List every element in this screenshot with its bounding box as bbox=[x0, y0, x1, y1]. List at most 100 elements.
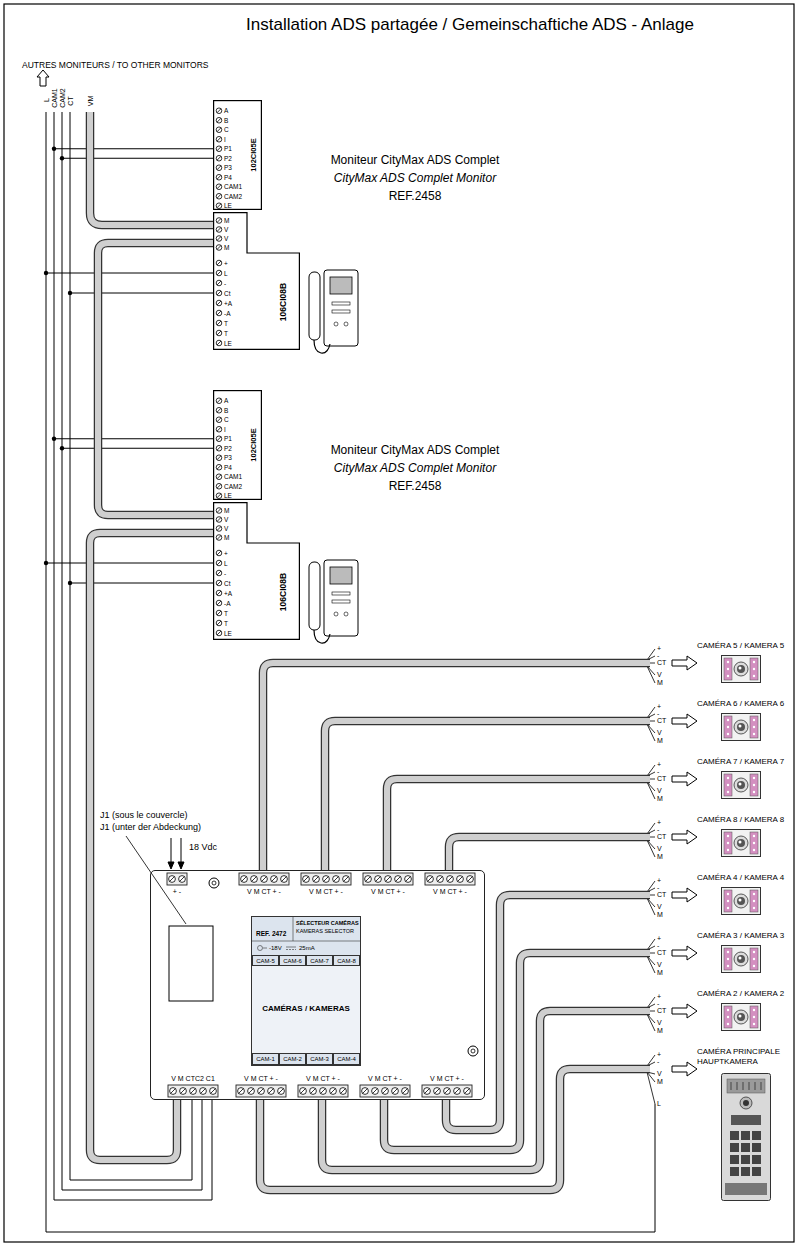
terminal-screw bbox=[425, 1089, 430, 1094]
terminal-screw bbox=[216, 108, 222, 114]
monitor-handset-icon bbox=[309, 562, 320, 630]
wire-fan bbox=[647, 666, 655, 683]
terminal-screw bbox=[343, 876, 350, 883]
door-panel-icon bbox=[722, 1074, 771, 1201]
camera-icon bbox=[727, 958, 729, 960]
diagram-title: Installation ADS partagée / Gemeinschaft… bbox=[150, 15, 790, 35]
terminal-screw bbox=[216, 493, 222, 499]
pin-name: LE bbox=[224, 629, 232, 638]
terminal-screw bbox=[458, 877, 463, 882]
camera-icon bbox=[753, 842, 755, 844]
camera-icon bbox=[727, 900, 729, 902]
terminal-screw bbox=[216, 590, 222, 596]
terminal-screw bbox=[272, 877, 277, 882]
door-panel-icon bbox=[730, 1167, 739, 1176]
terminal-screw bbox=[216, 290, 222, 296]
monitor-handset-icon bbox=[314, 340, 330, 353]
camera-icon bbox=[721, 945, 761, 973]
pin-name: +A bbox=[224, 299, 232, 308]
wire-name: M bbox=[657, 853, 663, 861]
wire-fan bbox=[647, 997, 655, 1008]
terminal-strip bbox=[425, 873, 475, 885]
coax-cable bbox=[98, 243, 213, 515]
terminal-screw bbox=[190, 1088, 197, 1095]
terminal-screw bbox=[454, 1088, 461, 1095]
coax-cable bbox=[98, 243, 213, 515]
interface-module: 102CI05EABCIP1P2P3P4CAM1CAM2LE bbox=[213, 100, 262, 210]
camera-icon bbox=[721, 1003, 761, 1031]
camera-icon bbox=[753, 1016, 755, 1018]
camera-selector: + -V M CT + -V M CT + -V M CT + -V M CT … bbox=[150, 870, 485, 1100]
camera-icon bbox=[721, 655, 761, 683]
camera-icon bbox=[724, 948, 732, 970]
power-symbol bbox=[258, 946, 263, 951]
camera-icon bbox=[753, 951, 755, 953]
terminal-screw bbox=[217, 321, 221, 325]
panel-decoration bbox=[252, 941, 360, 942]
camera-icon bbox=[734, 894, 748, 908]
arrow-head bbox=[672, 1062, 697, 1076]
mounting-hole bbox=[209, 878, 219, 888]
terminal-screw bbox=[217, 166, 221, 170]
terminal-screw bbox=[216, 526, 222, 532]
terminal-screw bbox=[281, 876, 288, 883]
panel-text: CAM-6 bbox=[279, 955, 306, 966]
camera-icon bbox=[722, 830, 761, 857]
terminal-screw bbox=[464, 1088, 471, 1095]
terminal-label: V M CT + - bbox=[433, 887, 467, 896]
terminal-screw bbox=[376, 877, 381, 882]
camera-icon bbox=[727, 791, 729, 793]
monitor-handset-icon bbox=[309, 270, 358, 353]
camera-icon bbox=[724, 716, 732, 738]
wire-fan bbox=[647, 956, 655, 973]
camera-icon bbox=[753, 784, 755, 786]
wire-fan bbox=[647, 649, 655, 660]
terminal-screw bbox=[341, 1089, 346, 1094]
wire-name: + bbox=[657, 645, 661, 653]
bus-wire bbox=[62, 112, 63, 1190]
terminal-screw bbox=[268, 1088, 275, 1095]
note-label: J1 (sous le couvercle) bbox=[100, 810, 188, 821]
pin-name: P4 bbox=[224, 463, 232, 472]
camera-icon bbox=[727, 784, 729, 786]
pin-name: Ct bbox=[224, 579, 231, 588]
camera-icon bbox=[750, 774, 758, 796]
terminal-screw bbox=[217, 518, 221, 522]
pin-name: LE bbox=[224, 491, 232, 500]
camera-icon bbox=[734, 662, 748, 676]
terminal-screw bbox=[217, 571, 221, 575]
terminal-screw bbox=[424, 1088, 431, 1095]
terminal-screw bbox=[217, 194, 221, 198]
camera-icon bbox=[727, 893, 729, 895]
junction-dot bbox=[60, 156, 64, 160]
terminal-screw bbox=[217, 601, 221, 605]
terminal-screw bbox=[170, 877, 175, 882]
camera-icon bbox=[753, 900, 755, 902]
terminal-screw bbox=[217, 418, 221, 422]
wire-name: M bbox=[657, 795, 663, 803]
terminal-screw bbox=[200, 1088, 207, 1095]
power-arrow bbox=[178, 862, 184, 869]
coax-cable bbox=[325, 721, 650, 870]
wire-name: V bbox=[657, 729, 662, 737]
pin-name: CAM2 bbox=[224, 192, 242, 201]
wire-fan bbox=[647, 939, 655, 950]
terminal-screw bbox=[344, 877, 349, 882]
door-panel-icon bbox=[721, 1073, 771, 1201]
junction-dot bbox=[68, 291, 72, 295]
terminal-screw bbox=[279, 1089, 284, 1094]
coax-cable bbox=[263, 663, 650, 870]
arrow-head bbox=[672, 714, 697, 728]
terminal-screw bbox=[217, 128, 221, 132]
door-panel-icon bbox=[752, 1155, 761, 1164]
coax-cable bbox=[387, 779, 650, 870]
terminal-strip bbox=[360, 1085, 410, 1097]
pin-name: V bbox=[224, 524, 228, 533]
terminal-screw bbox=[217, 291, 221, 295]
panel-text: CAM-4 bbox=[333, 1053, 360, 1065]
terminal-label: V M CT + - bbox=[309, 887, 343, 896]
terminal-screw bbox=[217, 341, 221, 345]
selector-label-panel: SÉLECTEUR CAMÉRASKAMERAS SELECTORREF. 24… bbox=[251, 916, 361, 1066]
terminal-screw bbox=[216, 517, 222, 523]
